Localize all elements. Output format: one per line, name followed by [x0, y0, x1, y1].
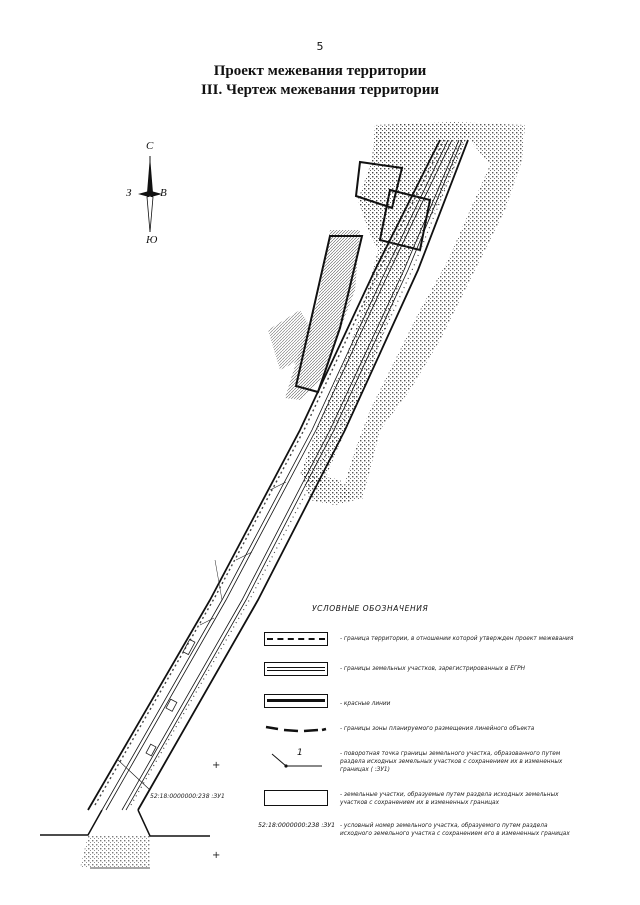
- legend-title: УСЛОВНЫЕ ОБОЗНАЧЕНИЯ: [312, 604, 429, 613]
- legend-symbol-code-label: 52:18:0000000:238 :ЗУ1: [258, 822, 336, 838]
- legend-item-planned-zone: - границы зоны планируемого размещения л…: [258, 722, 588, 738]
- legend-item-text: - условный номер земельного участка, обр…: [340, 823, 570, 837]
- grid-cross-mark: +: [212, 850, 221, 861]
- legend-symbol-point-marker: 1: [264, 746, 328, 776]
- legend-item-text: - границы зоны планируемого размещения л…: [340, 726, 535, 732]
- legend-item-text: - границы земельных участков, зарегистри…: [340, 666, 525, 672]
- title-block: Проект межевания территории III. Чертеж …: [0, 62, 640, 100]
- legend-code-sample: 52:18:0000000:238 :ЗУ1: [258, 822, 336, 829]
- compass-rose: С З В Ю: [122, 138, 182, 248]
- compass-east-label: В: [160, 187, 167, 199]
- compass-west-label: З: [126, 187, 132, 199]
- compass-north-label: С: [146, 140, 154, 152]
- page-title: Проект межевания территории: [213, 63, 427, 79]
- legend-item-text: - граница территории, в отношении которо…: [340, 636, 574, 642]
- grid-cross-mark: +: [212, 760, 221, 771]
- legend-item-conditional-number: 52:18:0000000:238 :ЗУ1 - условный номер …: [258, 822, 588, 854]
- legend-item-text: - земельные участки, образуемые путем ра…: [340, 792, 559, 806]
- map-parcel-code: 52:18:0000000:238 :ЗУ1: [150, 793, 225, 800]
- legend-item-text: - красные линии: [340, 701, 391, 707]
- legend-point-number: 1: [297, 748, 303, 758]
- legend-symbol-thick-box: [264, 694, 328, 710]
- legend-symbol-dashed-box: [264, 632, 328, 648]
- map-corridor: [87, 139, 469, 811]
- legend-item-red-lines: - красные линии: [258, 694, 588, 714]
- legend-symbol-rect-box: [264, 790, 328, 806]
- map-block-outlines: [294, 160, 432, 394]
- legend-item-text: - поворотная точка границы земельного уч…: [340, 751, 563, 773]
- map-bottom-road: [40, 809, 210, 869]
- compass-arrow-icon: [138, 156, 162, 233]
- legend-item-new-parcels: - земельные участки, образуемые путем ра…: [258, 790, 588, 814]
- page-subtitle: III. Чертеж межевания территории: [200, 82, 440, 98]
- map-code-leader: [117, 759, 151, 791]
- legend-symbol-double-line: [264, 662, 328, 678]
- page-number: 5: [316, 40, 324, 53]
- legend-item-egrn-parcels: - границы земельных участков, зарегистри…: [258, 662, 588, 686]
- legend-symbol-dash-line: [264, 722, 328, 738]
- compass-south-label: Ю: [146, 234, 158, 246]
- legend-item-territory-boundary: - граница территории, в отношении которо…: [258, 632, 588, 656]
- legend-item-turning-point: 1 - поворотная точка границы земельного …: [258, 746, 588, 782]
